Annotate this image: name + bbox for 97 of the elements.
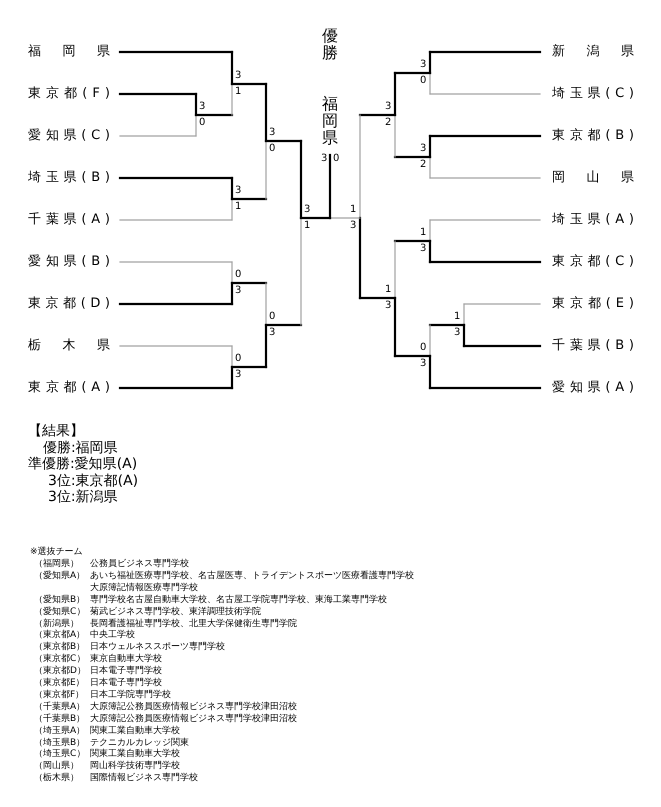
score: 0 <box>235 270 242 280</box>
score: 3 <box>350 221 356 231</box>
score: 0 <box>333 154 340 164</box>
school-names: あいち福祉医療専門学校、名古屋医専、トライデントスポーツ医療看護専門学校 <box>90 572 414 581</box>
score: 3 <box>385 102 392 112</box>
team-name: 東京都(E) <box>552 297 634 310</box>
team-name: 新潟県 <box>552 45 634 58</box>
score: 1 <box>235 87 242 97</box>
score: 3 <box>235 370 242 380</box>
school-names: 岡山科学技術専門学校 <box>90 762 180 772</box>
school-names: 日本電子専門学校 <box>90 667 162 676</box>
school-names: 関東工業自動車大学校 <box>90 750 180 760</box>
team-label: （愛知県C） <box>34 608 86 617</box>
score: 3 <box>269 328 276 338</box>
school-names: 大原簿記公務員医療情報ビジネス専門学校津田沼校 <box>90 702 297 712</box>
section-heading: 【結果】 <box>28 424 84 438</box>
team-name: 愛知県(B) <box>28 255 110 268</box>
team-label: （埼玉県B） <box>34 738 86 748</box>
team-label: （埼玉県A） <box>34 726 86 736</box>
score: 1 <box>385 285 392 295</box>
result-line: 3位:新潟県 <box>48 490 118 504</box>
champion-name: 福岡県 <box>322 96 339 146</box>
score: 3 <box>199 102 206 112</box>
team-label: （岡山県） <box>34 762 79 772</box>
team-name: 愛知県(C) <box>28 129 110 142</box>
school-names: 長岡看護福祉専門学校、北里大学保健衛生専門学院 <box>90 620 297 628</box>
school-names: 日本ウェルネススポーツ専門学校 <box>90 643 225 652</box>
section-heading: ※選抜チーム <box>30 548 83 557</box>
score: 2 <box>420 160 426 170</box>
team-name: 千葉県(B) <box>552 339 634 352</box>
school-names: 専門学校名古屋自動車大学校、名古屋工学院専門学校、東海工業専門学校 <box>90 596 387 605</box>
team-name: 千葉県(A) <box>28 213 110 226</box>
team-label: （東京都A） <box>34 631 86 640</box>
team-label: （福岡県） <box>34 560 79 569</box>
team-label: （栃木県） <box>34 774 79 784</box>
score: 3 <box>420 244 426 254</box>
score: 3 <box>235 286 242 296</box>
team-label: （東京都D） <box>34 667 86 676</box>
team-name: 岡山県 <box>552 171 634 184</box>
team-name: 福岡県 <box>28 45 110 58</box>
school-names: 菊武ビジネス専門学校、東洋調理技術学院 <box>90 608 261 617</box>
score: 1 <box>235 202 242 212</box>
team-label: （東京都F） <box>34 690 84 700</box>
team-name: 東京都(D) <box>28 297 110 310</box>
score: 1 <box>350 205 356 215</box>
school-names: 中央工学校 <box>90 631 135 640</box>
score: 0 <box>269 312 276 322</box>
score: 3 <box>420 60 426 70</box>
team-name: 東京都(C) <box>552 255 634 268</box>
score: 3 <box>420 144 426 154</box>
result-line: 優勝:福岡県 <box>43 440 118 454</box>
result-line: 準優勝:愛知県(A) <box>28 457 138 471</box>
score: 3 <box>385 301 392 311</box>
result-line: 3位:東京都(A) <box>48 474 138 488</box>
school-names: 日本工学院専門学校 <box>90 690 171 700</box>
school-names: 大原簿記情報医療専門学校 <box>90 584 198 593</box>
team-name: 埼玉県(A) <box>552 213 634 226</box>
school-names: 東京自動車大学校 <box>90 655 162 664</box>
team-label: （愛知県A） <box>34 572 86 581</box>
team-label: （東京都E） <box>34 679 85 688</box>
team-label: （東京都B） <box>34 643 86 652</box>
team-label: （埼玉県C） <box>34 750 86 760</box>
school-names: 日本電子専門学校 <box>90 679 162 688</box>
score: 3 <box>304 205 310 215</box>
score: 1 <box>454 312 460 322</box>
score: 0 <box>420 76 426 86</box>
score: 0 <box>235 354 242 364</box>
school-names: テクニカルカレッジ関東 <box>90 738 189 748</box>
score: 0 <box>269 144 276 154</box>
school-names: 関東工業自動車大学校 <box>90 726 180 736</box>
team-name: 東京都(F) <box>28 87 110 100</box>
school-names: 公務員ビジネス専門学校 <box>90 560 189 569</box>
team-name: 埼玉県(B) <box>28 171 110 184</box>
team-label: （千葉県B） <box>34 714 86 724</box>
score: 1 <box>304 221 310 231</box>
score: 0 <box>420 343 426 353</box>
champion-heading: 優勝 <box>322 28 339 62</box>
team-name: 東京都(B) <box>552 129 634 142</box>
score: 3 <box>235 71 242 81</box>
score: 0 <box>199 118 206 128</box>
team-label: （東京都C） <box>34 655 86 664</box>
score: 3 <box>321 154 328 164</box>
team-label: （愛知県B） <box>34 596 86 605</box>
score: 3 <box>235 186 242 196</box>
team-name: 東京都(A) <box>28 381 110 394</box>
school-names: 国際情報ビジネス専門学校 <box>90 774 198 784</box>
score: 3 <box>454 328 460 338</box>
team-name: 愛知県(A) <box>552 381 634 394</box>
score: 2 <box>385 118 392 128</box>
score: 3 <box>269 128 276 138</box>
team-name: 埼玉県(C) <box>552 87 634 100</box>
score: 1 <box>420 228 426 238</box>
team-label: （千葉県A） <box>34 702 86 712</box>
team-name: 栃木県 <box>28 339 110 352</box>
school-names: 大原簿記公務員医療情報ビジネス専門学校津田沼校 <box>90 714 297 724</box>
team-label: （新潟県） <box>34 620 79 628</box>
score: 3 <box>420 359 426 369</box>
